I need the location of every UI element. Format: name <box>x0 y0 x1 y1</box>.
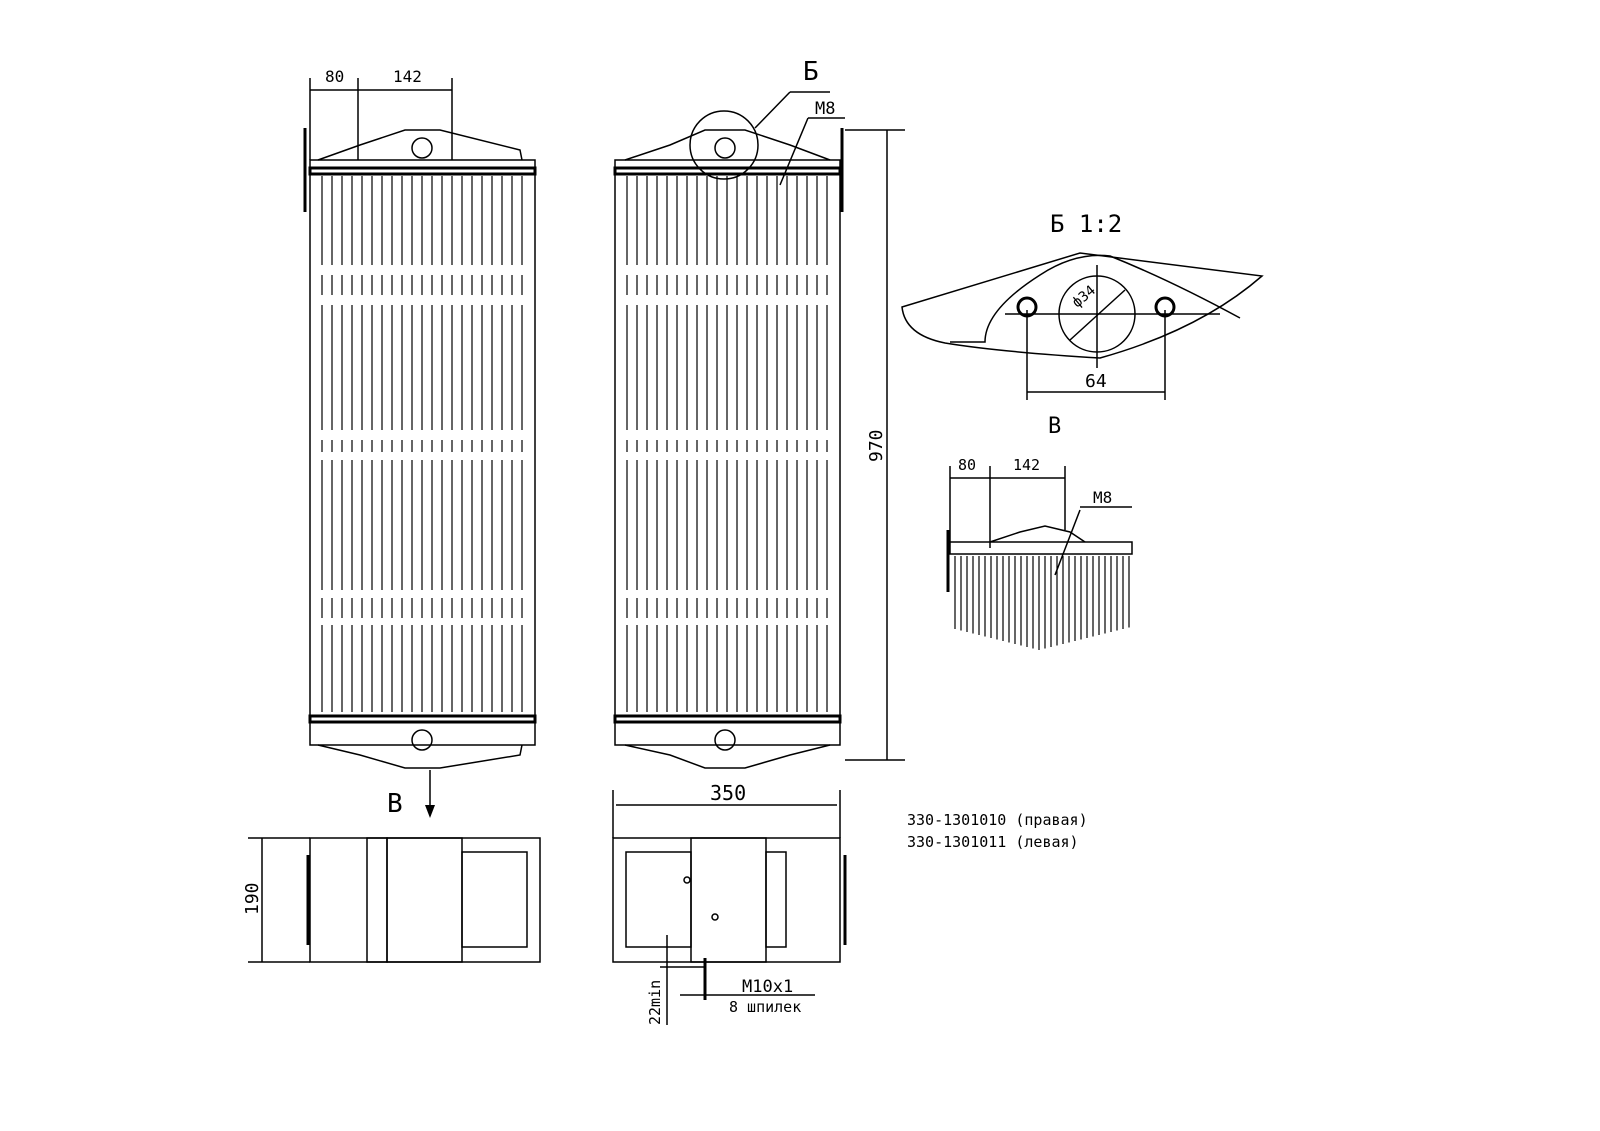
view-b-dim-80: 80 <box>958 456 976 474</box>
width-350-label: 350 <box>710 781 746 805</box>
view-b-title: B <box>1048 414 1061 439</box>
dim-80-142 <box>309 78 453 160</box>
callout-b-label: Б <box>803 57 819 87</box>
callout-b-circle <box>689 110 759 180</box>
dim-80-label: 80 <box>325 67 344 86</box>
stud-count-label: 8 шпилек <box>729 998 801 1016</box>
thread-m8-label: M8 <box>815 99 835 119</box>
depth-190-label: 190 <box>242 882 263 915</box>
part-number-left: 330-1301011 (левая) <box>907 833 1079 851</box>
radiator-front-view <box>303 78 537 769</box>
view-b <box>946 466 1133 650</box>
hole-dia-label: ф34 <box>1069 283 1099 312</box>
stud-thread-label: M10x1 <box>742 977 793 997</box>
part-number-right: 330-1301010 (правая) <box>907 811 1088 829</box>
detail-b <box>901 252 1264 400</box>
bottom-view-right <box>612 790 847 1025</box>
dim-142-label: 142 <box>393 67 422 86</box>
view-b-m8: M8 <box>1093 488 1112 507</box>
hole-spacing-label: 64 <box>1085 371 1107 392</box>
min-22-label: 22min <box>646 980 664 1025</box>
bottom-view-left <box>248 837 541 963</box>
dim-970-label: 970 <box>866 429 887 462</box>
view-b-dim-142: 142 <box>1013 456 1040 474</box>
radiator-rear-view <box>613 91 905 769</box>
detail-b-title: Б 1:2 <box>1050 210 1122 238</box>
view-arrow-label: B <box>387 789 403 819</box>
